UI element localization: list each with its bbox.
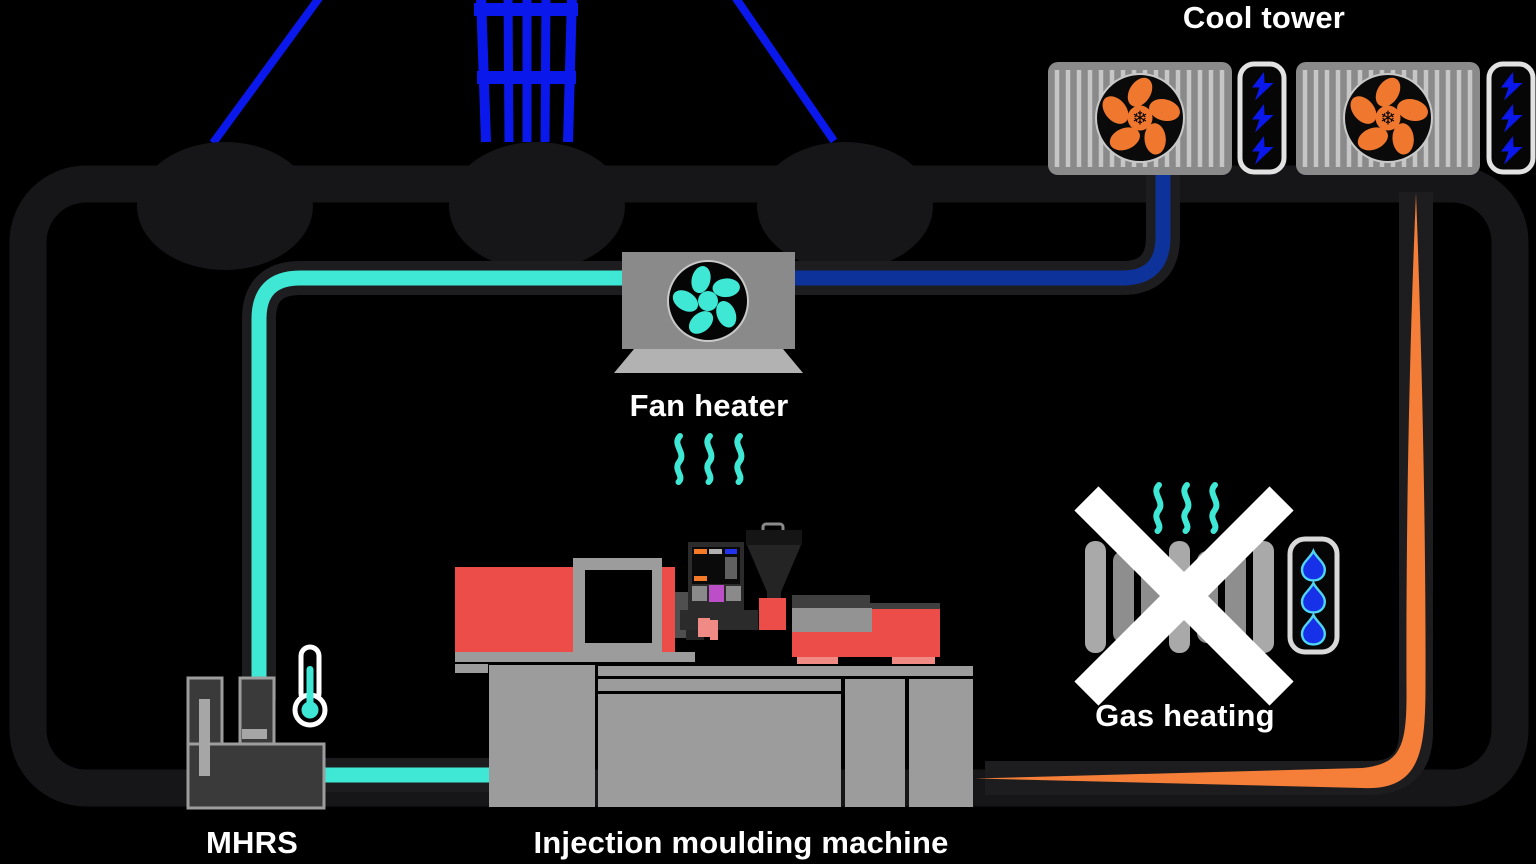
warm-water-pipe: [251, 270, 640, 696]
mhrs-label: MHRS: [205, 825, 299, 860]
cool-water-pipe: [780, 174, 1171, 286]
injection-moulding-machine-label: Injection moulding machine: [533, 825, 949, 860]
cool-tower-unit-2: [1296, 62, 1480, 175]
panel-button: [692, 586, 707, 601]
heat-waves-icon: [1156, 485, 1216, 531]
pylon-icon: [209, 0, 838, 146]
fan-icon: [660, 252, 754, 344]
panel-button: [726, 586, 741, 601]
heat-waves-icon: [677, 436, 741, 482]
injection-moulding-machine: [455, 522, 973, 807]
electricity-pill-1: [1240, 64, 1284, 172]
cool-tower-unit-1: [1048, 62, 1232, 175]
cool-tower-label: Cool tower: [1182, 0, 1346, 35]
injection-unit: [792, 595, 940, 664]
electricity-pill-2: [1489, 64, 1533, 172]
mould-frame: [573, 558, 662, 652]
gas-flame-pill: [1287, 536, 1340, 655]
gas-heating: [1074, 485, 1340, 706]
power-line-icon: [732, 0, 838, 144]
thermometer-icon: [292, 644, 328, 728]
mhrs-unit: [186, 644, 328, 810]
fan-heater-label: Fan heater: [629, 388, 789, 423]
gas-heating-label: Gas heating: [1095, 698, 1275, 733]
fan-heater: [614, 252, 803, 482]
power-line-icon: [209, 0, 323, 146]
hopper-icon: [746, 522, 802, 630]
machine-base: [455, 652, 973, 807]
cool-tower: [1048, 62, 1533, 175]
panel-button: [709, 585, 724, 602]
control-panel: [680, 542, 758, 640]
cross-icon: [1074, 486, 1294, 706]
